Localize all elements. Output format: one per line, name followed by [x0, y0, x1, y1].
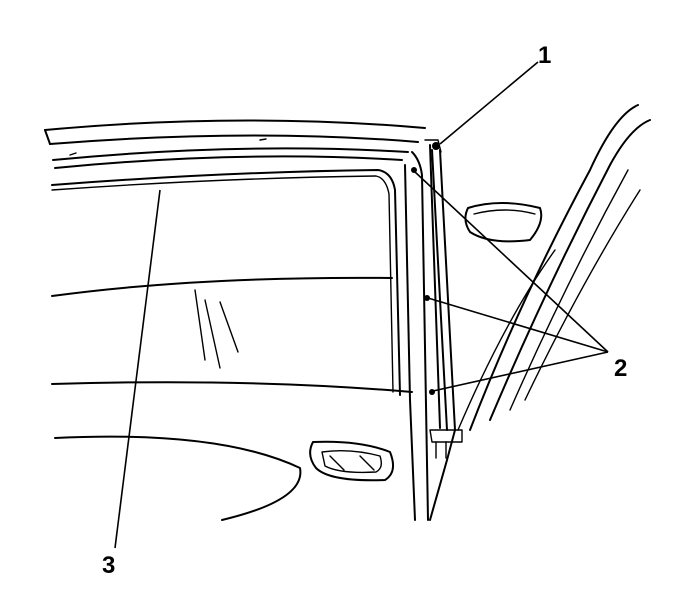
leader-1: [439, 61, 539, 145]
door-lower-panel: [54, 435, 395, 521]
door-pillar: [404, 139, 463, 521]
upper-door-frame: [44, 119, 426, 169]
leader-lines: [114, 61, 609, 549]
leader-2c: [432, 351, 609, 392]
leader-2a: [414, 171, 609, 353]
callout-3: 3: [102, 552, 116, 579]
callout-2: 2: [614, 355, 628, 382]
open-door: [457, 104, 651, 431]
leader-2b: [427, 297, 609, 353]
leader-3: [114, 189, 161, 549]
mirror: [464, 202, 543, 243]
lower-screw: [429, 389, 435, 395]
middle-screw: [424, 295, 430, 301]
door-handle-bezel: [309, 440, 395, 482]
top-fastener: [432, 142, 440, 150]
callout-1: 1: [538, 42, 552, 69]
window-glass: [51, 169, 413, 396]
